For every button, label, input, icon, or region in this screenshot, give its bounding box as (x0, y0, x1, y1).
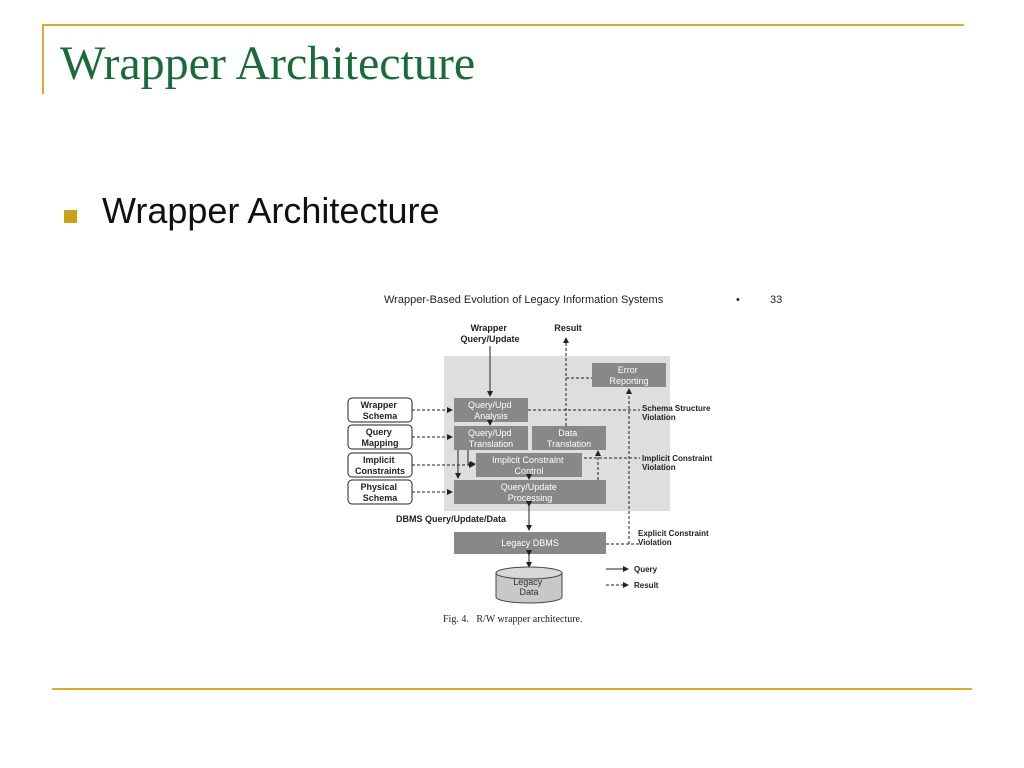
query-analysis-box (454, 398, 528, 422)
physical-schema-label: Physical Schema (360, 482, 399, 503)
slide-title: Wrapper Architecture (60, 37, 476, 90)
figure-header: Wrapper-Based Evolution of Legacy Inform… (384, 294, 664, 306)
bullet-text: Wrapper Architecture (102, 190, 440, 231)
error-reporting-box (592, 363, 666, 387)
result-label: Result (554, 323, 582, 333)
legend-result-label: Result (634, 581, 659, 590)
query-mapping-label: Query Mapping (362, 427, 399, 448)
dbms-query-label: DBMS Query/Update/Data (396, 514, 507, 524)
left-input-boxes: Wrapper Schema Query Mapping Implicit Co… (347, 397, 413, 505)
wrapper-query-label: Wrapper Query/Update (460, 323, 519, 344)
bullet-square-icon (64, 210, 77, 223)
query-analysis-label: Query/Upd Analysis (468, 400, 514, 421)
constraint-control-label: Implicit Constraint Control (492, 455, 566, 476)
query-processing-box (454, 480, 606, 504)
left-rule (42, 24, 44, 94)
query-translation-label: Query/Upd Translation (468, 428, 514, 449)
legacy-data-cylinder (495, 566, 563, 604)
implicit-constraints-label: Implicit Constraints (355, 455, 405, 476)
explicit-violation-label: Explicit Constraint Violation (638, 529, 711, 547)
top-rule (42, 24, 964, 26)
data-translation-box (532, 426, 606, 450)
figure-page-mark: • (736, 294, 740, 306)
legacy-dbms-box (454, 532, 606, 554)
bottom-rule (52, 688, 972, 690)
query-processing-label: Query/Update Processing (501, 482, 560, 503)
constraint-control-box (476, 453, 582, 477)
query-translation-box (454, 426, 528, 450)
schema-violation-label: Schema Structure Violation (642, 404, 713, 422)
legacy-data-label: Legacy Data (513, 577, 545, 597)
wrapper-schema-label: Wrapper Schema (361, 400, 400, 421)
figure-page-number: 33 (770, 294, 782, 306)
data-translation-label: Data Translation (547, 428, 591, 449)
figure-caption: Fig. 4. R/W wrapper architecture. (443, 614, 583, 625)
legacy-dbms-label: Legacy DBMS (501, 538, 559, 548)
legend-query-label: Query (634, 565, 658, 574)
implicit-violation-label: Implicit Constraint Violation (642, 454, 714, 472)
error-reporting-label: Error Reporting (609, 365, 648, 386)
